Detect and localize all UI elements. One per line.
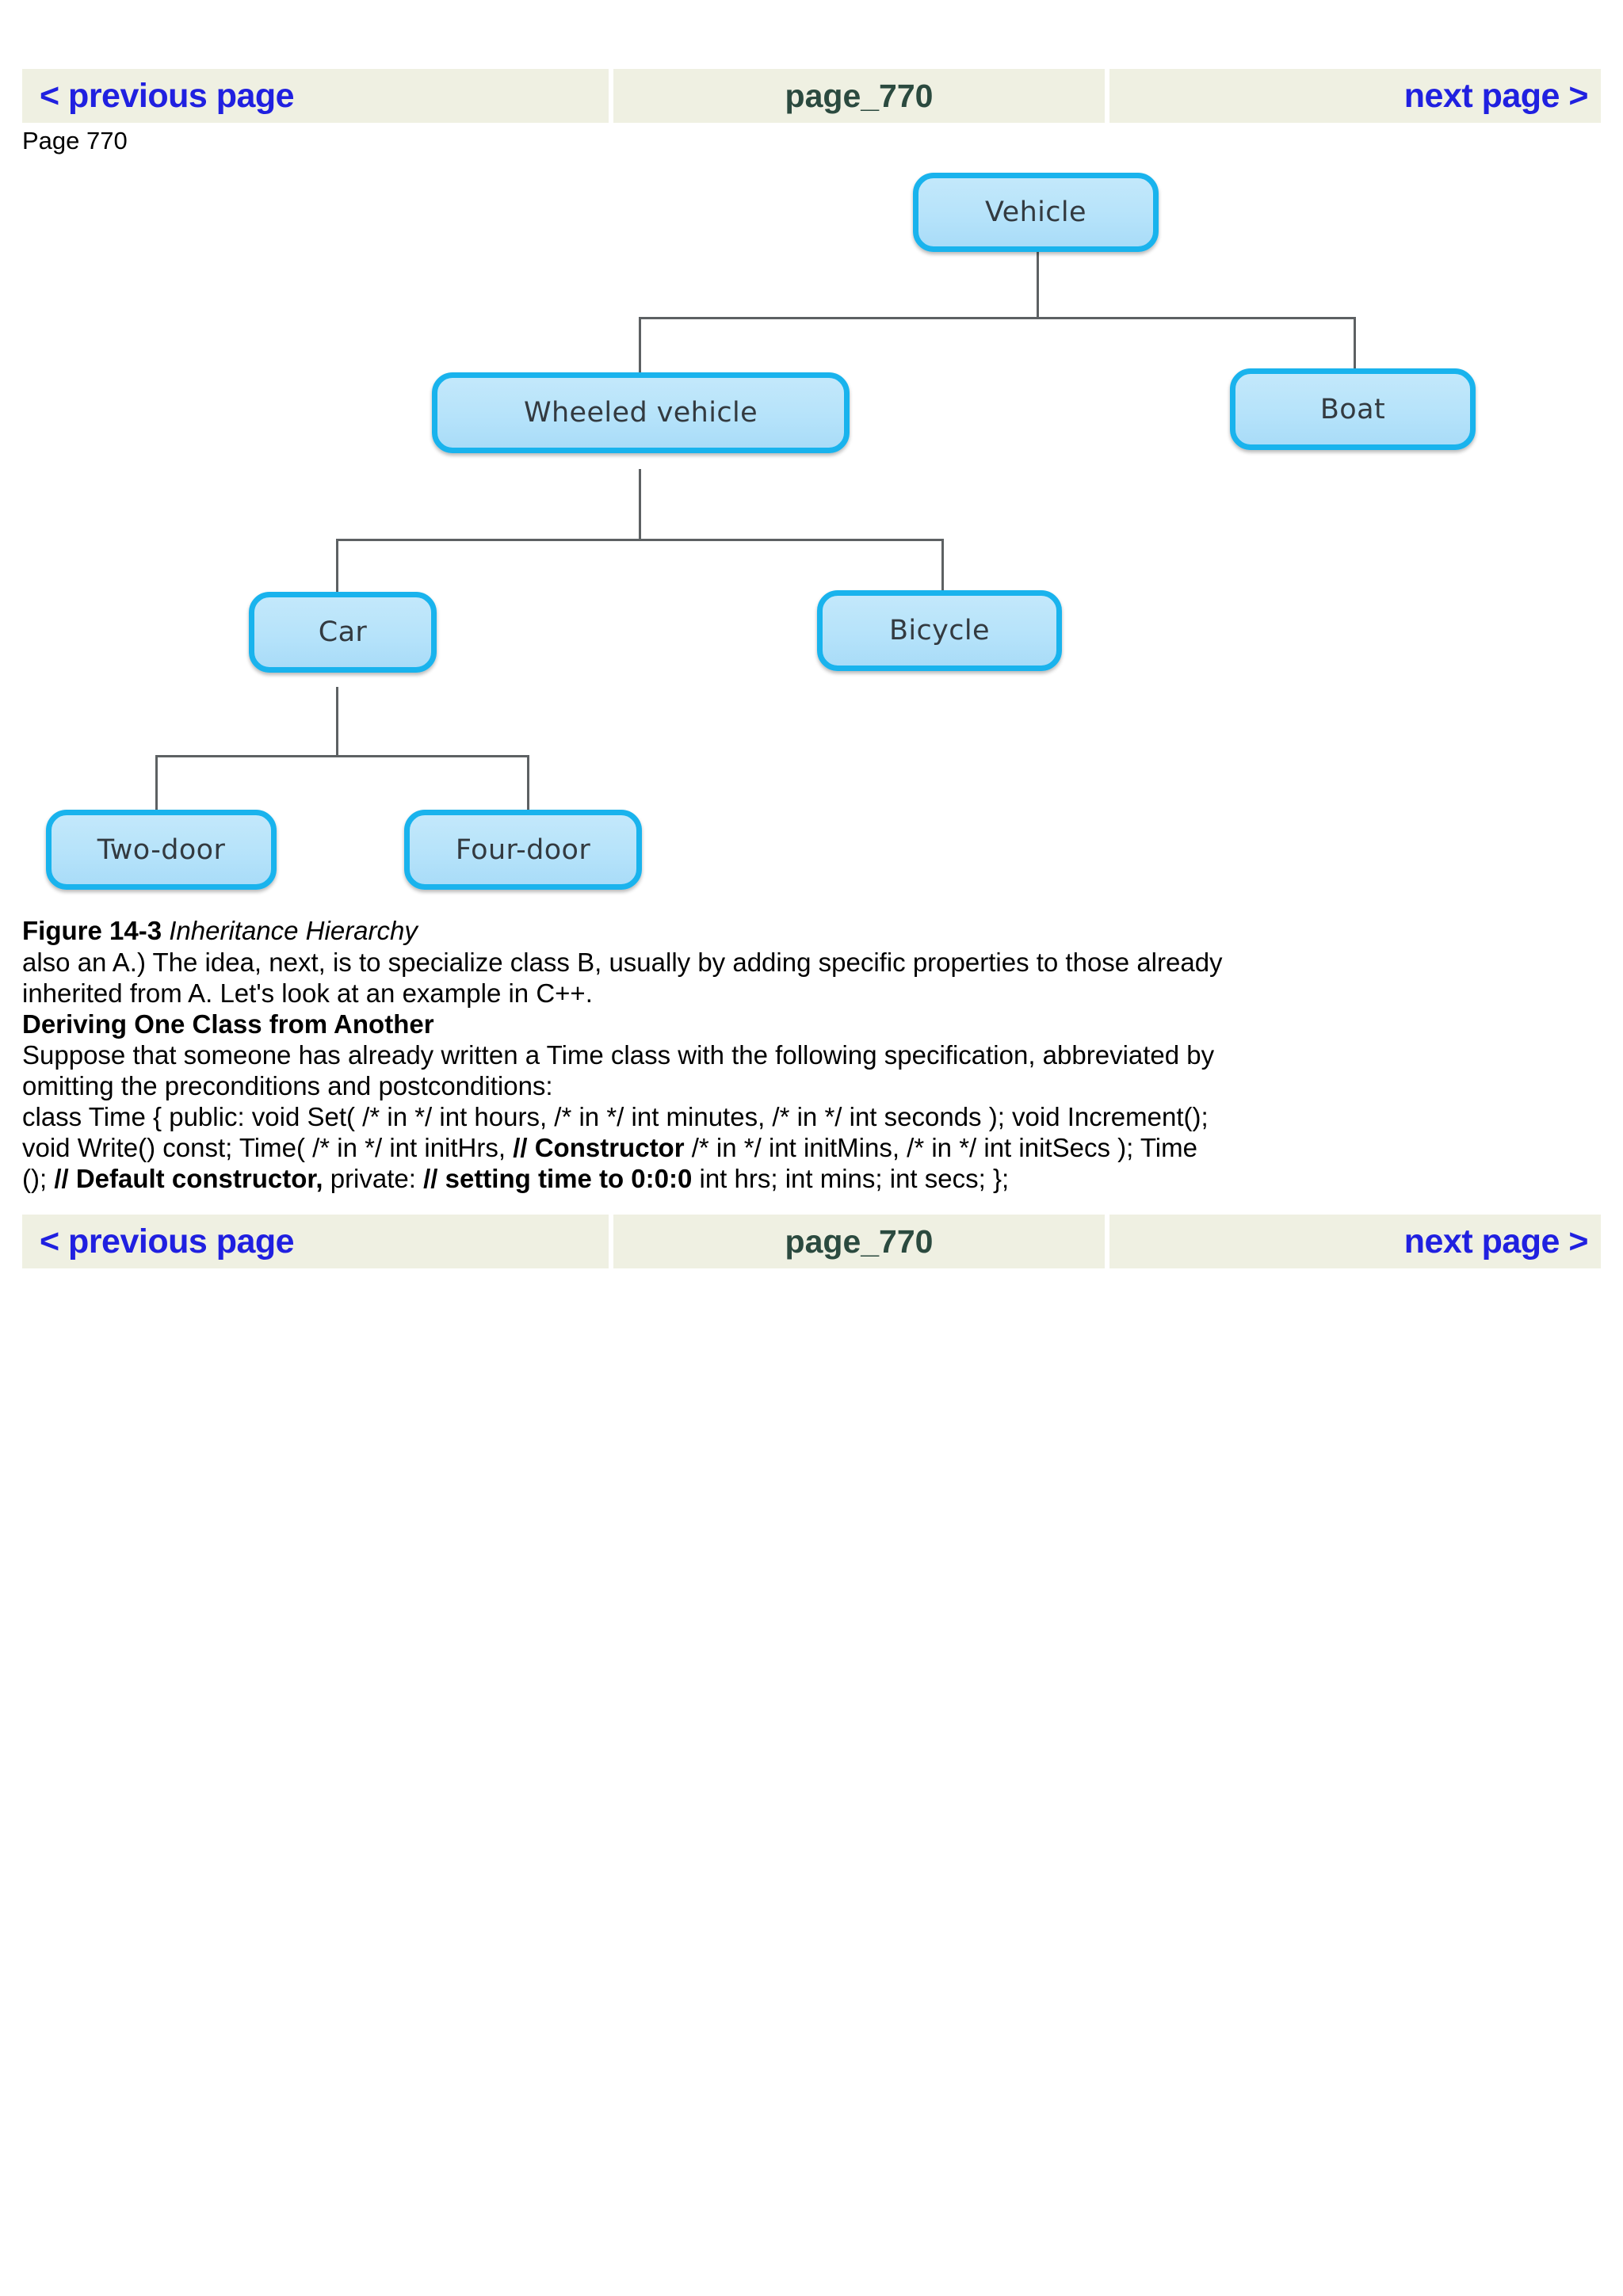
current-page-cell-bottom: page_770 — [613, 1215, 1105, 1268]
node-wheeled-vehicle[interactable]: Wheeled vehicle — [432, 372, 850, 453]
code-line-2: void Write() const; Time( /* in */ int i… — [22, 1132, 1599, 1163]
inheritance-hierarchy-diagram: Vehicle Wheeled vehicle Boat Car Bicycle… — [0, 154, 1623, 947]
next-page-link-bottom[interactable]: next page > — [1403, 1222, 1589, 1261]
paragraph-2-line-2: omitting the preconditions and postcondi… — [22, 1071, 553, 1100]
edge-wheeled-vehicle-stem — [639, 469, 641, 540]
paragraph-1-line-1: also an A.) The idea, next, is to specia… — [22, 948, 1223, 977]
edge-to-wheeled-vehicle — [639, 317, 641, 372]
page-body-text: Figure 14-3 Inheritance Hierarchy also a… — [22, 915, 1599, 1194]
code-line-2-part-c: /* in */ int initMins, /* in */ int init… — [691, 1133, 1197, 1162]
node-vehicle[interactable]: Vehicle — [913, 173, 1159, 252]
node-two-door[interactable]: Two-door — [46, 810, 277, 890]
current-page-cell: page_770 — [613, 69, 1105, 123]
next-page-cell-bottom[interactable]: next page > — [1109, 1215, 1601, 1268]
figure-caption: Figure 14-3 Inheritance Hierarchy — [22, 915, 1599, 946]
code-comment-setting-time: // setting time to 0:0:0 — [423, 1164, 693, 1193]
edge-to-boat — [1354, 317, 1356, 368]
edge-car-stem — [336, 687, 338, 757]
previous-page-link[interactable]: < previous page — [40, 76, 295, 115]
previous-page-cell[interactable]: < previous page — [22, 69, 609, 123]
edge-to-two-door — [155, 755, 158, 810]
node-boat[interactable]: Boat — [1230, 368, 1476, 450]
current-page-label: page_770 — [785, 77, 934, 114]
node-car-label: Car — [318, 616, 368, 648]
figure-caption-title: Inheritance Hierarchy — [169, 916, 418, 945]
edge-to-car — [336, 539, 338, 594]
node-bicycle-label: Bicycle — [889, 615, 990, 646]
code-line-3-part-c: private: — [330, 1164, 416, 1193]
code-line-3-part-e: int hrs; int mins; int secs; }; — [699, 1164, 1010, 1193]
code-line-1: class Time { public: void Set( /* in */ … — [22, 1102, 1209, 1131]
paragraph-2-line-1: Suppose that someone has already written… — [22, 1040, 1215, 1070]
edge-wheeled-vehicle-bus — [336, 539, 944, 541]
paragraph-1-line-2: inherited from A. Let's look at an examp… — [22, 978, 593, 1008]
node-four-door[interactable]: Four-door — [404, 810, 642, 890]
code-line-2-part-a: void Write() const; Time( /* in */ int i… — [22, 1133, 506, 1162]
bottom-navigation-bar: < previous page page_770 next page > — [22, 1215, 1601, 1268]
edge-to-bicycle — [941, 539, 944, 593]
page-marker: Page 770 — [22, 127, 128, 154]
top-navigation-bar: < previous page page_770 next page > — [22, 69, 1601, 123]
next-page-link[interactable]: next page > — [1403, 76, 1589, 115]
node-four-door-label: Four-door — [455, 833, 591, 866]
node-bicycle[interactable]: Bicycle — [817, 590, 1062, 671]
current-page-label-bottom: page_770 — [785, 1222, 934, 1260]
node-car[interactable]: Car — [249, 592, 437, 673]
code-comment-default-constructor: // Default constructor, — [54, 1164, 323, 1193]
edge-car-bus — [155, 755, 529, 757]
next-page-cell[interactable]: next page > — [1109, 69, 1601, 123]
edge-vehicle-bus — [639, 317, 1356, 319]
edge-to-four-door — [527, 755, 529, 810]
node-two-door-label: Two-door — [97, 833, 226, 866]
node-vehicle-label: Vehicle — [985, 196, 1086, 228]
node-boat-label: Boat — [1319, 393, 1386, 425]
edge-vehicle-stem — [1037, 251, 1039, 318]
node-wheeled-vehicle-label: Wheeled vehicle — [523, 397, 758, 429]
figure-caption-label: Figure 14-3 — [22, 916, 162, 945]
section-heading: Deriving One Class from Another — [22, 1009, 434, 1039]
code-comment-constructor: // Constructor — [513, 1133, 685, 1162]
code-line-3-part-a: (); — [22, 1164, 48, 1193]
code-line-3: (); // Default constructor, private: // … — [22, 1163, 1599, 1194]
previous-page-link-bottom[interactable]: < previous page — [40, 1222, 295, 1261]
previous-page-cell-bottom[interactable]: < previous page — [22, 1215, 609, 1268]
